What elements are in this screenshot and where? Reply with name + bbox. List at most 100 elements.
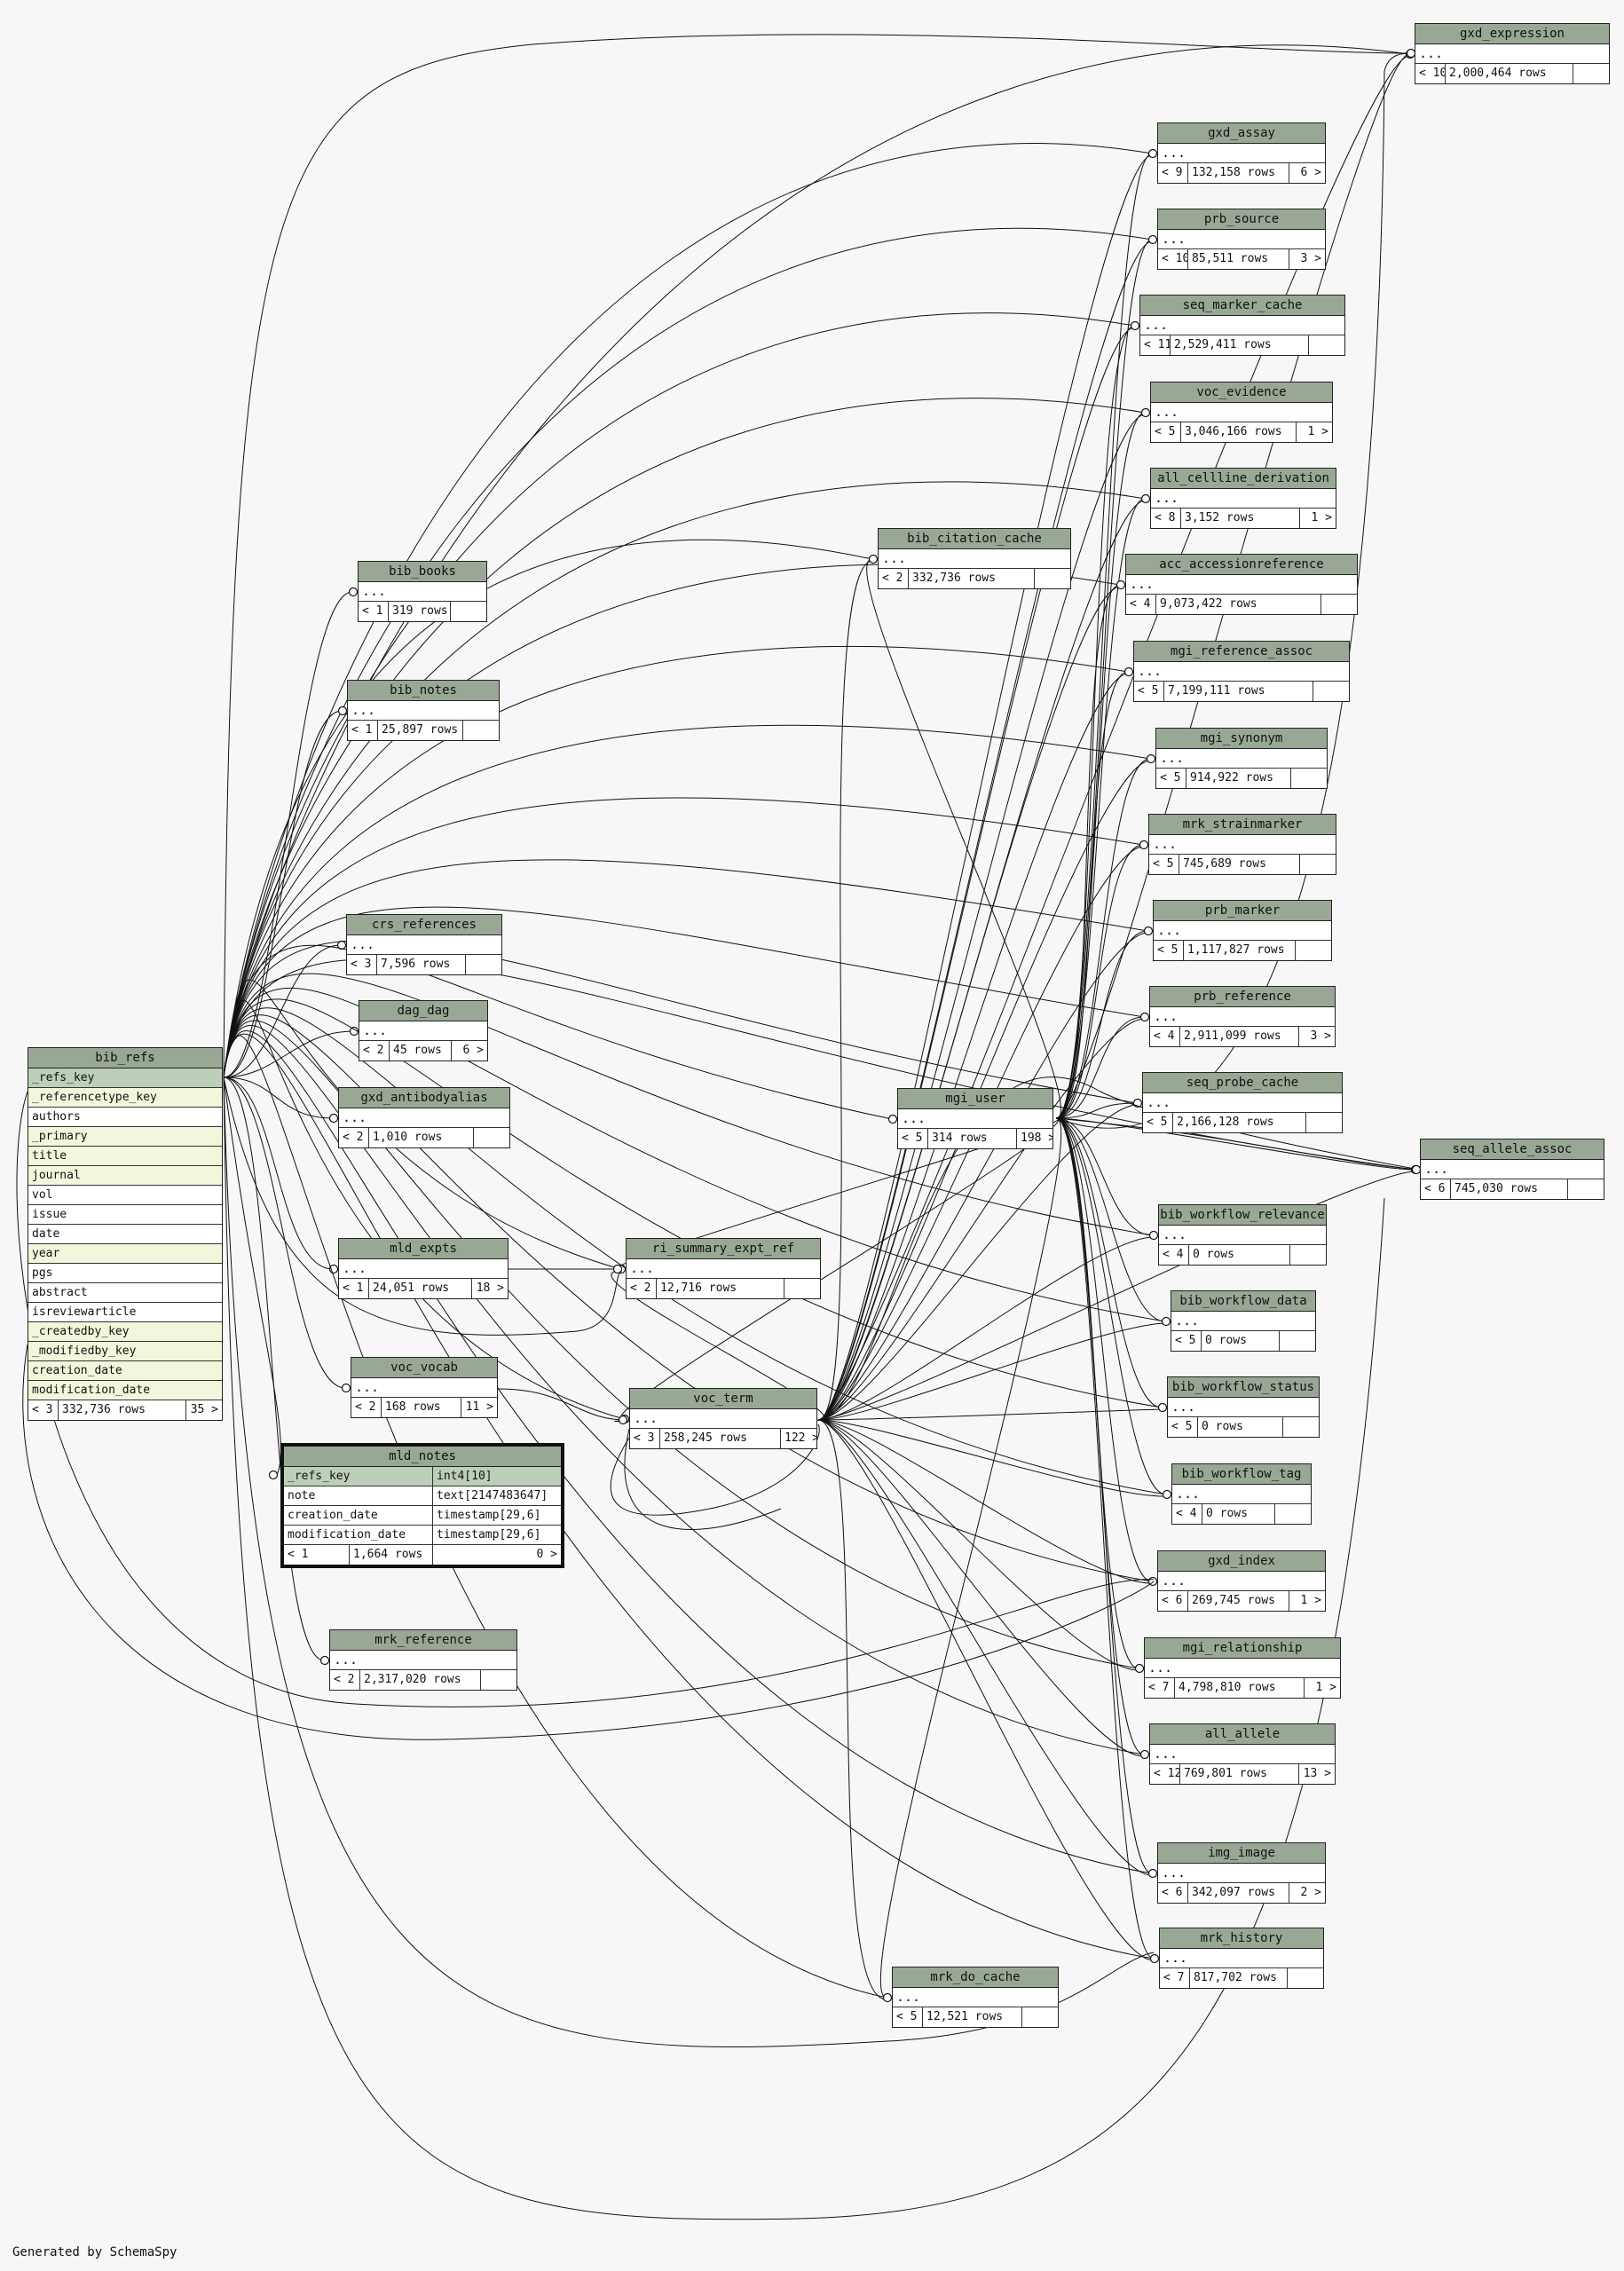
collapsed-columns[interactable]: ... [1154,921,1331,941]
column-date[interactable]: date [28,1225,222,1244]
collapsed-columns[interactable]: ... [1158,1864,1325,1883]
children-link[interactable] [463,721,499,740]
collapsed-columns[interactable]: ... [1150,1007,1335,1027]
parents-link[interactable]: < 9 [1158,163,1188,183]
column-pgs[interactable]: pgs [28,1264,222,1283]
children-link[interactable] [1035,569,1070,588]
children-link[interactable] [1291,769,1327,788]
children-link[interactable] [784,1279,820,1298]
children-link[interactable]: 1 > [1307,425,1328,438]
children-link[interactable]: 18 > [476,1281,504,1295]
collapsed-columns[interactable]: ... [1158,144,1325,163]
collapsed-columns[interactable]: ... [1171,1312,1315,1331]
collapsed-columns[interactable]: ... [1172,1485,1311,1504]
parents-link[interactable]: < 10 [1158,249,1188,269]
column-refs-key[interactable]: _refs_key [28,1068,222,1088]
children-link[interactable] [1309,335,1344,355]
parents-link[interactable]: < 5 [1156,769,1186,788]
column-year[interactable]: year [28,1244,222,1264]
parents-link[interactable]: < 2 [879,569,909,588]
children-link[interactable]: 6 > [462,1044,484,1057]
children-link[interactable]: 13 > [1303,1767,1331,1780]
column-vol[interactable]: vol [28,1186,222,1205]
children-link[interactable]: 3 > [1300,252,1321,265]
collapsed-columns[interactable]: ... [1158,230,1325,249]
parents-link[interactable]: < 2 [359,1041,390,1061]
children-link[interactable] [1313,682,1349,701]
children-link[interactable]: 1 > [1311,511,1332,524]
parents-link[interactable]: < 4 [1126,595,1156,614]
parents-link[interactable]: < 5 [1143,1113,1173,1132]
collapsed-columns[interactable]: ... [893,1988,1058,2007]
children-link[interactable]: 11 > [465,1400,493,1414]
collapsed-columns[interactable]: ... [1156,749,1327,769]
column-issue[interactable]: issue [28,1205,222,1225]
children-link[interactable] [1283,1417,1319,1437]
collapsed-columns[interactable]: ... [1145,1659,1340,1678]
children-link[interactable]: 1 > [1300,1594,1321,1607]
parents-link[interactable]: < 8 [1151,509,1181,528]
column-journal[interactable]: journal [28,1166,222,1186]
parents-link[interactable]: < 2 [351,1398,382,1417]
parents-link[interactable]: < 3 [347,955,377,974]
children-link[interactable] [1573,64,1609,83]
children-link[interactable]: 0 > [536,1548,557,1561]
collapsed-columns[interactable]: ... [330,1651,516,1670]
children-link[interactable] [1275,1504,1311,1524]
parents-link[interactable]: < 5 [1171,1331,1202,1351]
parents-link[interactable]: < 7 [1160,1968,1190,1988]
parents-link[interactable]: < 6 [1421,1179,1451,1199]
collapsed-columns[interactable]: ... [898,1109,1052,1129]
collapsed-columns[interactable]: ... [351,1378,497,1398]
column-title[interactable]: title [28,1147,222,1166]
children-link[interactable]: 3 > [1310,1029,1331,1043]
parents-link[interactable]: < 1 [339,1279,369,1298]
parents-link[interactable]: < 4 [1172,1504,1202,1524]
collapsed-columns[interactable]: ... [1149,835,1336,855]
collapsed-columns[interactable]: ... [1421,1160,1604,1179]
children-link[interactable]: 1 > [1315,1681,1336,1694]
parents-link[interactable]: < 5 [1151,422,1181,442]
column-creation-date[interactable]: creation_date [28,1361,222,1381]
parents-link[interactable]: < 1 [284,1545,350,1565]
parents-link[interactable]: < 6 [1158,1591,1188,1611]
collapsed-columns[interactable]: ... [627,1259,820,1279]
column-abstract[interactable]: abstract [28,1283,222,1303]
children-link[interactable] [1296,941,1331,960]
collapsed-columns[interactable]: ... [1151,489,1336,509]
children-link[interactable] [451,602,486,621]
column-modifiedby-key[interactable]: _modifiedby_key [28,1342,222,1361]
parents-link[interactable]: < 7 [1145,1678,1175,1698]
collapsed-columns[interactable]: ... [347,935,501,955]
collapsed-columns[interactable]: ... [1159,1226,1326,1245]
children-link[interactable]: 35 > [190,1403,218,1416]
parents-link[interactable]: < 5 [1154,941,1184,960]
